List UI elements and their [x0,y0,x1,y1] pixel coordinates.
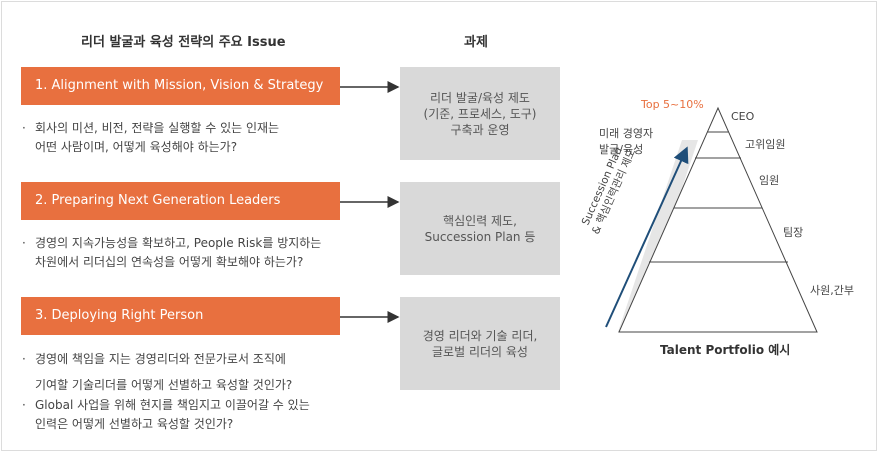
level-ceo: CEO [731,110,755,123]
issues-heading: 리더 발굴과 육성 전략의 주요 Issue [81,35,286,50]
tasks-heading: 과제 [464,35,488,50]
bullet-dot: · [22,121,26,135]
connector-arrows [340,81,400,323]
level-staff: 사원,간부 [810,284,854,297]
task-box-3: 경영 리더와 기술 리더, 글로벌 리더의 육성 [400,297,560,390]
pyramid-triangle [618,106,818,333]
task-box-2: 핵심인력 제도, Succession Plan 등 [400,182,560,275]
top-note: Top 5~10% [641,98,704,111]
issue-2-bullet-1: · 경영의 지속가능성을 확보하고, People Risk를 방지하는 차원에… [22,234,322,272]
bullet-dot: · [22,236,26,250]
future-label-line: 발굴/육성 [599,143,644,156]
issue-2-bar: 2. Preparing Next Generation Leaders [21,182,340,220]
bullet-dot: · [22,398,26,412]
level-exec: 임원 [759,174,780,187]
level-team-lead: 팀장 [783,226,804,239]
bullet-line: 경영에 책임을 지는 경영리더와 전문가로서 조직에 [35,352,286,366]
bullet-line: Global 사업을 위해 현지를 책임지고 이끌어갈 수 있는 [35,398,310,412]
issue-3-bar: 3. Deploying Right Person [21,297,340,335]
task-box-1: 리더 발굴/육성 제도 (기준, 프로세스, 도구) 구축과 운영 [400,67,560,160]
bullet-line: 회사의 미션, 비전, 전략을 실행할 수 있는 인재는 [35,121,280,135]
issue-3-bullet-2: · Global 사업을 위해 현지를 책임지고 이끌어갈 수 있는 인력은 어… [22,396,310,434]
pyramid-caption: Talent Portfolio 예시 [660,343,791,357]
future-label-line: 미래 경영자 [599,127,654,140]
succession-arrow [605,146,689,328]
bullet-line: 차원에서 리더십의 연속성을 어떻게 확보해야 하는가? [35,255,304,269]
bullet-line: 인력은 어떻게 선별하고 육성할 것인가? [35,417,234,431]
issue-3-bullet-1: · 경영에 책임을 지는 경영리더와 전문가로서 조직에 기여할 기술리더를 어… [22,346,293,398]
future-leader-label: 미래 경영자 발굴/육성 [599,126,653,158]
bullet-dot: · [22,352,26,366]
talent-pyramid [605,106,818,333]
bullet-line: 어떤 사람이며, 어떻게 육성해야 하는가? [35,140,238,154]
level-senior-exec: 고위임원 [745,138,786,151]
issue-1-bar: 1. Alignment with Mission, Vision & Stra… [21,67,340,105]
issue-1-bullet-1: · 회사의 미션, 비전, 전략을 실행할 수 있는 인재는 어떤 사람이며, … [22,119,280,157]
bullet-line: 기여할 기술리더를 어떻게 선별하고 육성할 것인가? [35,378,293,392]
pyramid-shadow-band [618,140,698,332]
bullet-line: 경영의 지속가능성을 확보하고, People Risk를 방지하는 [35,236,322,250]
